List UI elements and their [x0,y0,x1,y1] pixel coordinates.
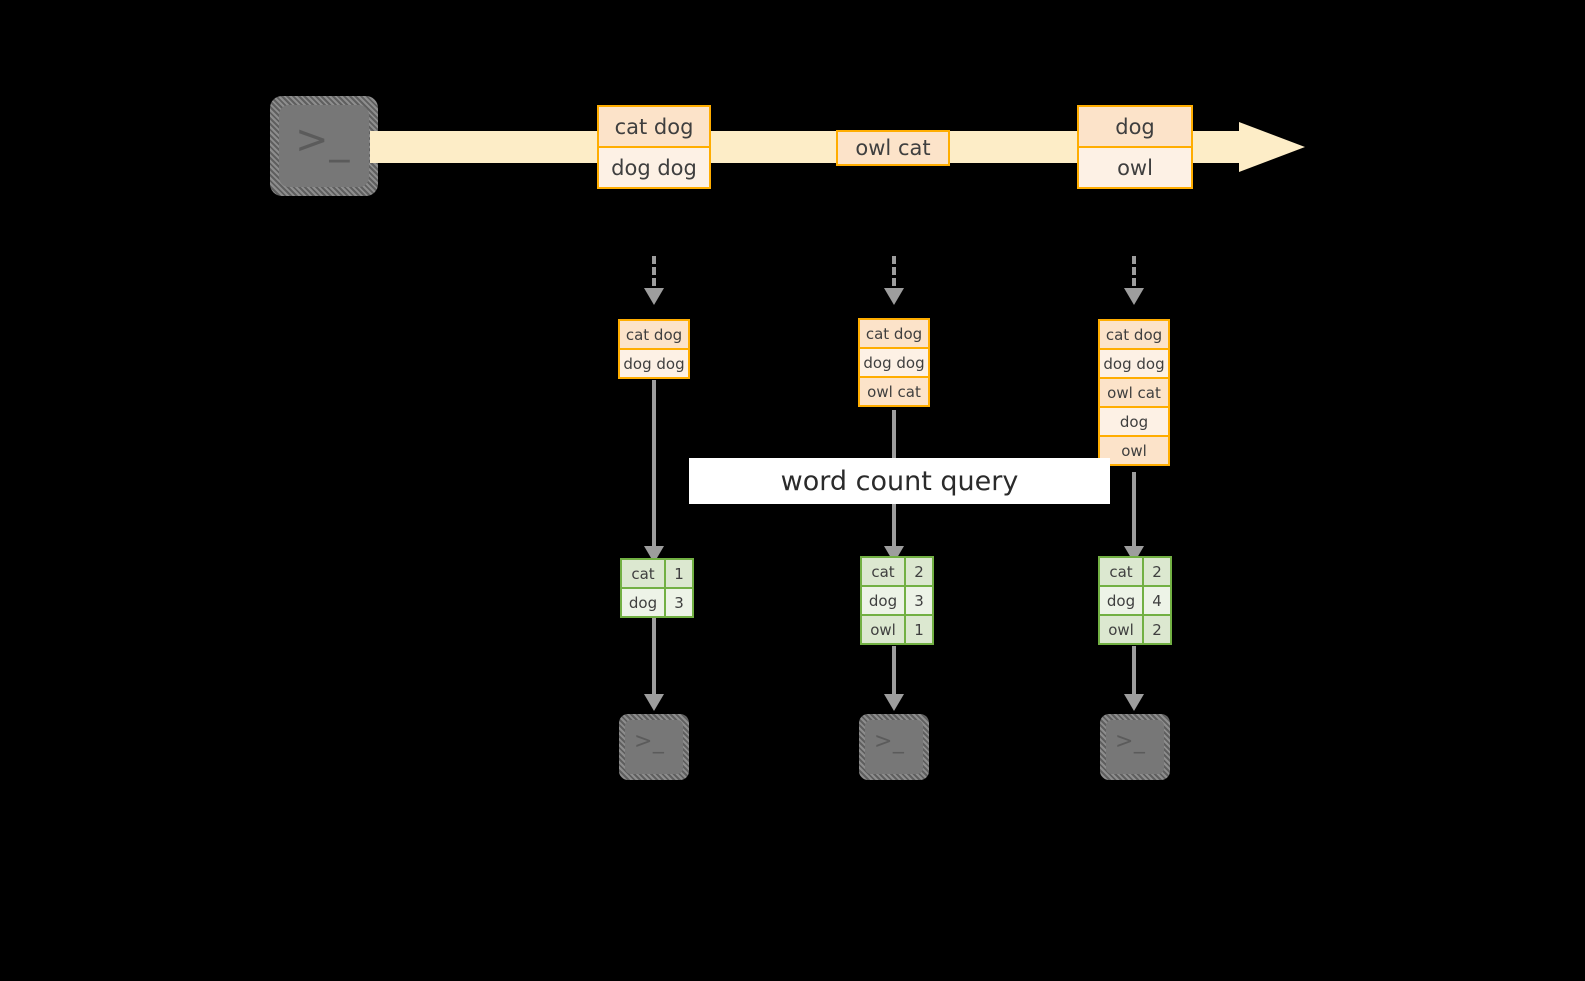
source-terminal-icon: >_ [270,96,378,196]
result-count: 3 [664,587,694,618]
sink-terminal-icon: >_ [859,714,929,780]
result-table: cat 1 dog 3 [620,558,694,618]
snapshot-trigger-line [1132,256,1136,286]
query-flow-line [652,380,656,548]
sink-flow-line [892,646,896,696]
result-table: cat 2 dog 4 owl 2 [1098,556,1172,645]
snapshot-trigger-line [652,256,656,286]
snapshot-trigger-arrowhead [644,288,664,305]
input-row: cat dog [858,318,930,349]
sink-flow-arrowhead [644,694,664,711]
result-word: dog [1098,585,1144,616]
result-word: dog [620,587,666,618]
snapshot-input-stack: cat dog dog dog [618,319,690,379]
result-count: 3 [904,585,934,616]
snapshot-trigger-arrowhead [1124,288,1144,305]
stream-record-line: dog [1077,105,1193,148]
terminal-prompt-glyph: >_ [874,729,905,754]
input-row: dog dog [618,348,690,379]
snapshot-trigger-arrowhead [884,288,904,305]
result-count: 1 [904,614,934,645]
table-row: cat 2 [860,556,934,587]
result-count: 2 [1142,556,1172,587]
sink-flow-line [652,618,656,696]
input-row: dog [1098,406,1170,437]
terminal-prompt-glyph: >_ [634,729,665,754]
result-table: cat 2 dog 3 owl 1 [860,556,934,645]
terminal-prompt-glyph: >_ [295,117,351,163]
snapshot-input-stack: cat dog dog dog owl cat [858,318,930,407]
terminal-screen [625,720,683,774]
query-banner-label: word count query [780,465,1019,497]
result-word: cat [620,558,666,589]
input-row: dog dog [1098,348,1170,379]
sink-terminal-icon: >_ [1100,714,1170,780]
input-row: cat dog [1098,319,1170,350]
result-word: owl [860,614,906,645]
terminal-prompt-glyph: >_ [1115,729,1146,754]
result-word: dog [860,585,906,616]
stream-record-line: cat dog [597,105,711,148]
result-count: 2 [904,556,934,587]
result-count: 4 [1142,585,1172,616]
result-word: cat [860,556,906,587]
sink-flow-arrowhead [884,694,904,711]
sink-flow-line [1132,646,1136,696]
sink-flow-arrowhead [1124,694,1144,711]
terminal-screen [279,105,369,187]
table-row: dog 3 [620,587,694,618]
input-row: dog dog [858,347,930,378]
table-row: dog 4 [1098,585,1172,616]
stream-record-line: dog dog [597,146,711,189]
result-word: owl [1098,614,1144,645]
stream-record-line: owl [1077,146,1193,189]
snapshot-trigger-line [892,256,896,286]
table-row: cat 2 [1098,556,1172,587]
table-row: cat 1 [620,558,694,589]
snapshot-input-stack: cat dog dog dog owl cat dog owl [1098,319,1170,466]
query-banner: word count query [689,458,1110,504]
input-row: owl cat [1098,377,1170,408]
result-count: 2 [1142,614,1172,645]
result-count: 1 [664,558,694,589]
input-row: owl [1098,435,1170,466]
stream-record-line: owl cat [836,130,950,166]
input-row: cat dog [618,319,690,350]
stream-arrow-head [1239,122,1305,172]
result-word: cat [1098,556,1144,587]
table-row: owl 2 [1098,614,1172,645]
table-row: owl 1 [860,614,934,645]
sink-terminal-icon: >_ [619,714,689,780]
query-flow-line [1132,472,1136,548]
input-row: owl cat [858,376,930,407]
terminal-screen [865,720,923,774]
table-row: dog 3 [860,585,934,616]
terminal-screen [1106,720,1164,774]
